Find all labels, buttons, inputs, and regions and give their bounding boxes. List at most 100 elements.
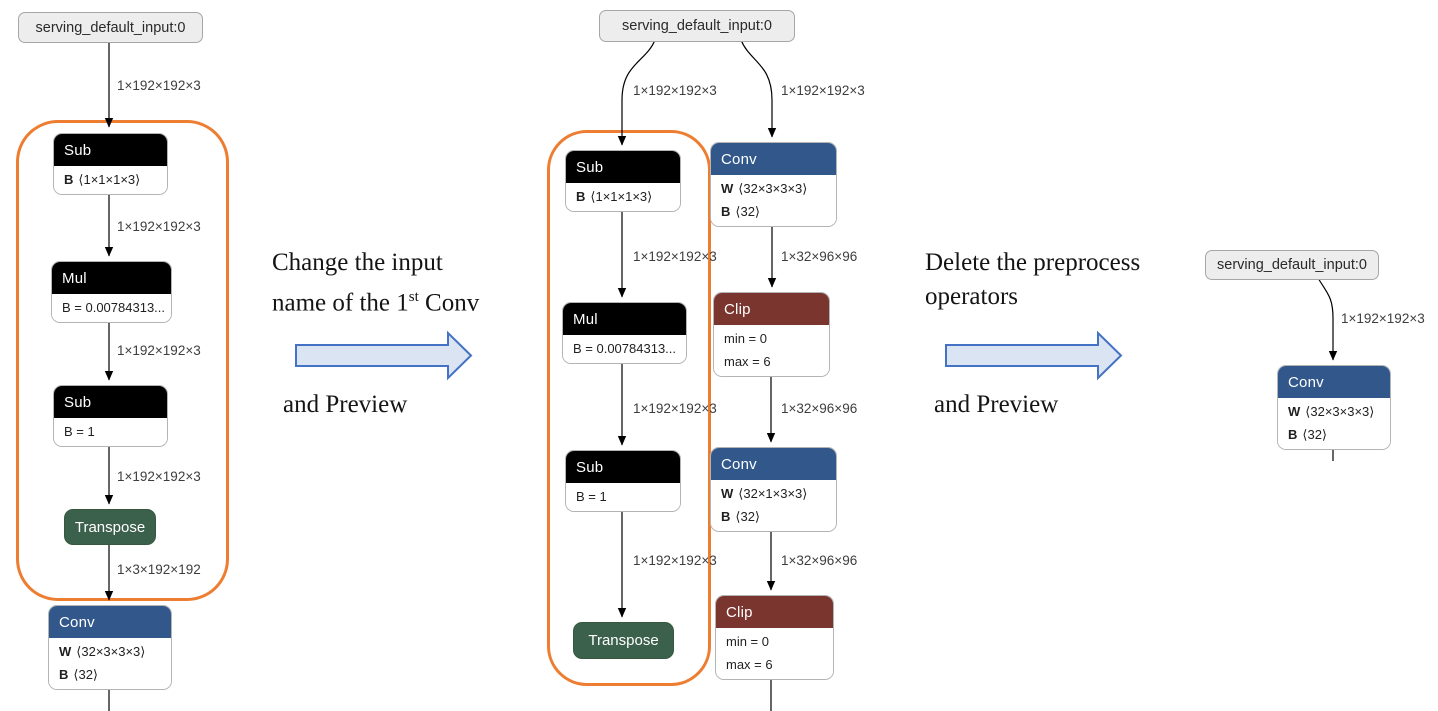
op-type-label: Conv <box>59 613 95 631</box>
step1-block-arrow <box>295 330 473 381</box>
tensor-shape-label: 1×3×192×192 <box>117 562 201 577</box>
tensor-shape-label: 1×32×96×96 <box>781 553 858 568</box>
step2-block-arrow <box>945 330 1123 381</box>
op-attr-row: max = 6 <box>716 653 833 676</box>
input-name-label: serving_default_input:0 <box>1217 257 1367 273</box>
op-attr-row: max = 6 <box>714 350 829 373</box>
op-header: Conv <box>49 606 171 638</box>
step1-caption: Change the input name of the 1st Conv <box>272 246 479 320</box>
step1-caption-line2: name of the 1st Conv <box>272 280 479 320</box>
ordinal-superscript: st <box>408 289 419 305</box>
attr-value: ⟨1×1×1×3⟩ <box>590 188 653 204</box>
attr-key: B <box>59 667 69 682</box>
attr-key: W <box>59 644 72 659</box>
op-type-label: Mul <box>573 310 598 328</box>
attr-key: B <box>64 172 74 187</box>
op-attr-row: B ⟨32⟩ <box>711 200 836 223</box>
attr-value: ⟨32×3×3×3⟩ <box>738 180 808 196</box>
attr-value: min = 0 <box>724 331 767 346</box>
attr-value: ⟨32×1×3×3⟩ <box>738 485 808 501</box>
op-attr-row: W ⟨32×3×3×3⟩ <box>1278 400 1390 423</box>
step1-caption-line2-text: name of the 1 <box>272 289 409 317</box>
op-type-label: Conv <box>721 150 757 168</box>
op-attr-row: W ⟨32×3×3×3⟩ <box>711 177 836 200</box>
op-attr-row: B ⟨32⟩ <box>49 663 171 686</box>
tensor-shape-label: 1×192×192×3 <box>117 219 201 234</box>
edge <box>617 39 656 146</box>
graph2-input-node: serving_default_input:0 <box>599 10 795 42</box>
op-type-label: Mul <box>62 269 87 287</box>
graph2-node-transpose: Transpose <box>573 622 674 659</box>
step2-caption-line3: and Preview <box>934 391 1059 418</box>
graph1-node-sub2: Sub B = 1 <box>53 385 168 447</box>
graph2-node-clip2: Clip min = 0 max = 6 <box>715 595 834 680</box>
op-type-label: Sub <box>64 141 92 159</box>
attr-key: B <box>576 189 586 204</box>
op-type-label: Clip <box>724 300 751 318</box>
tensor-shape-label: 1×192×192×3 <box>117 469 201 484</box>
attr-value: max = 6 <box>724 354 771 369</box>
attr-value: ⟨32×3×3×3⟩ <box>76 643 146 659</box>
attr-value: ⟨1×1×1×3⟩ <box>78 171 141 187</box>
edge <box>1317 277 1338 361</box>
attr-key: W <box>1288 404 1301 419</box>
attr-value: B = 1 <box>64 424 95 439</box>
step1-caption-line3: and Preview <box>283 391 408 418</box>
graph3-input-node: serving_default_input:0 <box>1205 250 1379 280</box>
graph1-input-node: serving_default_input:0 <box>18 12 203 43</box>
op-type-label: Sub <box>576 158 604 176</box>
tensor-shape-label: 1×192×192×3 <box>781 83 865 98</box>
attr-value: ⟨32⟩ <box>735 203 760 219</box>
graph1-node-transpose: Transpose <box>64 509 156 545</box>
tensor-shape-label: 1×32×96×96 <box>781 401 858 416</box>
op-attr-row: min = 0 <box>714 327 829 350</box>
tensor-shape-label: 1×192×192×3 <box>633 249 717 264</box>
tensor-shape-label: 1×192×192×3 <box>1341 311 1425 326</box>
attr-key: W <box>721 486 734 501</box>
step2-caption-line1: Delete the preprocess <box>925 249 1141 276</box>
op-header: Sub <box>54 386 167 418</box>
attr-value: B = 0.00784313... <box>573 341 677 356</box>
tensor-shape-label: 1×192×192×3 <box>633 401 717 416</box>
graph1-node-conv: Conv W ⟨32×3×3×3⟩ B ⟨32⟩ <box>48 605 172 690</box>
tensor-shape-label: 1×192×192×3 <box>633 83 717 98</box>
op-attr-row: B = 1 <box>566 485 680 508</box>
attr-value: B = 1 <box>576 489 607 504</box>
op-attr-row: B ⟨1×1×1×3⟩ <box>54 168 167 191</box>
op-header: Clip <box>714 293 829 325</box>
edge <box>740 39 777 138</box>
op-attr-row: W ⟨32×1×3×3⟩ <box>711 482 836 505</box>
preprocess-highlight-box-left <box>16 120 229 601</box>
op-header: Sub <box>54 134 167 166</box>
op-header: Mul <box>52 262 171 294</box>
op-type-label: Transpose <box>588 632 659 649</box>
op-attr-row: B ⟨32⟩ <box>1278 423 1390 446</box>
op-header: Sub <box>566 151 680 183</box>
tensor-shape-label: 1×192×192×3 <box>117 78 201 93</box>
attr-value: ⟨32⟩ <box>73 666 98 682</box>
op-header: Conv <box>711 448 836 480</box>
op-attr-row: B = 0.00784313... <box>563 337 686 360</box>
attr-value: ⟨32⟩ <box>735 508 760 524</box>
attr-value: ⟨32×3×3×3⟩ <box>1305 403 1375 419</box>
graph2-node-clip1: Clip min = 0 max = 6 <box>713 292 830 377</box>
graph1-node-sub1: Sub B ⟨1×1×1×3⟩ <box>53 133 168 195</box>
graph2-node-mul: Mul B = 0.00784313... <box>562 302 687 364</box>
step2-caption: Delete the preprocess operators <box>925 246 1140 314</box>
step2-caption-line2: operators <box>925 283 1019 310</box>
op-attr-row: B ⟨1×1×1×3⟩ <box>566 185 680 208</box>
tensor-shape-label: 1×192×192×3 <box>633 553 717 568</box>
op-attr-row: B ⟨32⟩ <box>711 505 836 528</box>
attr-value: max = 6 <box>726 657 773 672</box>
op-header: Clip <box>716 596 833 628</box>
preprocess-highlight-box-middle <box>547 130 711 686</box>
attr-key: B <box>721 204 731 219</box>
tensor-shape-label: 1×32×96×96 <box>781 249 858 264</box>
op-attr-row: B = 1 <box>54 420 167 443</box>
attr-key: B <box>721 509 731 524</box>
op-type-label: Conv <box>721 455 757 473</box>
graph2-node-conv2: Conv W ⟨32×1×3×3⟩ B ⟨32⟩ <box>710 447 837 532</box>
graph2-node-sub2: Sub B = 1 <box>565 450 681 512</box>
